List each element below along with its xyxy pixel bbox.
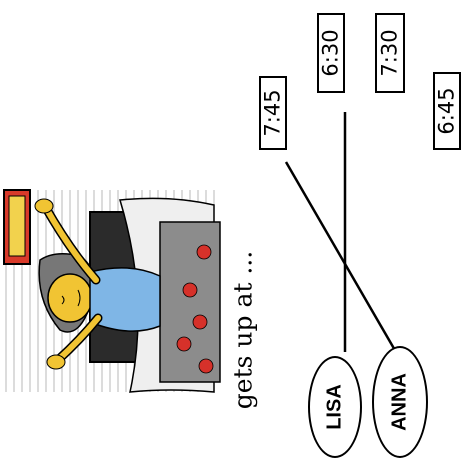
name-lisa: LISA (323, 384, 346, 430)
face (47, 273, 93, 323)
name-anna: ANNA (388, 373, 411, 431)
bedspread (159, 221, 221, 383)
caption: gets up at ... (228, 250, 258, 410)
nightgown (89, 267, 161, 332)
name-oval-anna[interactable]: ANNA (372, 346, 428, 458)
flower-pattern (176, 244, 214, 374)
line-anna-to-745 (284, 161, 398, 353)
time-box-645[interactable]: 6:45 (433, 72, 461, 150)
time-box-630[interactable]: 6:30 (317, 13, 345, 93)
time-box-745[interactable]: 7:45 (259, 76, 287, 150)
name-oval-lisa[interactable]: LISA (308, 356, 362, 458)
time-box-730[interactable]: 7:30 (375, 13, 405, 93)
left-arm (43, 205, 99, 283)
